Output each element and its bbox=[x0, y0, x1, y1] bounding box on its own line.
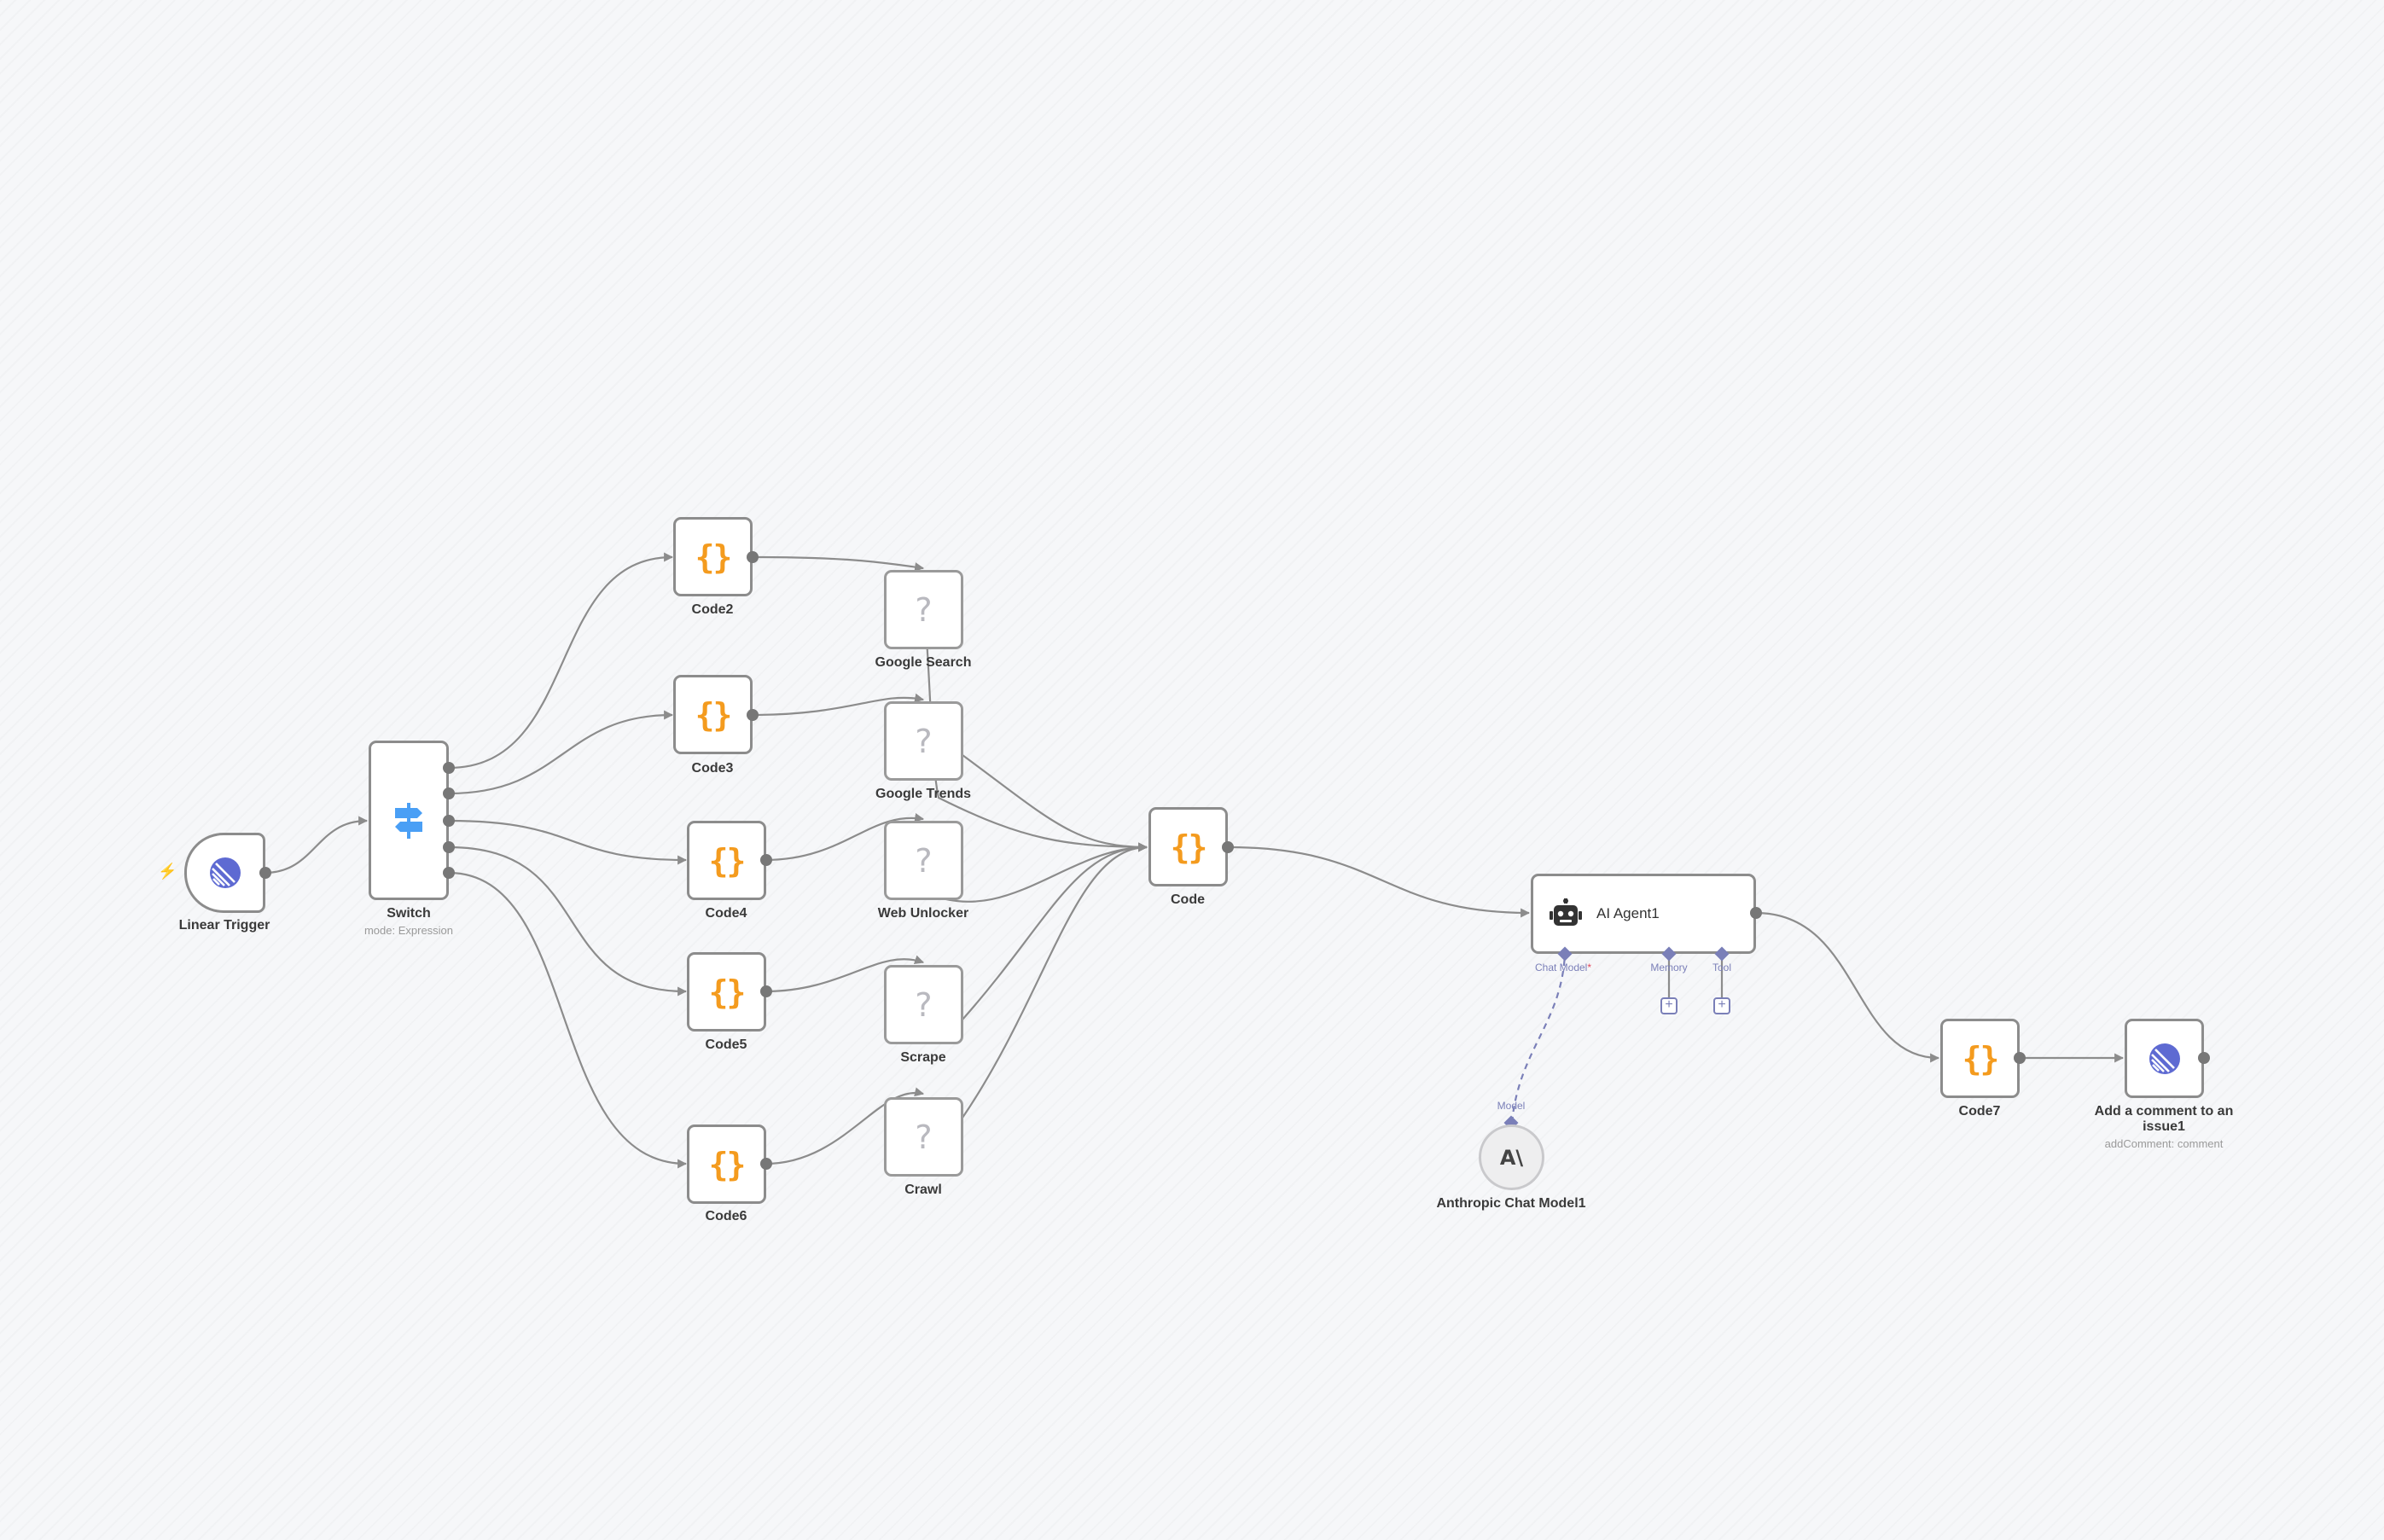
node-subtitle: mode: Expression bbox=[363, 924, 454, 937]
edge-switch-code2 bbox=[448, 552, 674, 770]
node-google-search[interactable]: ? bbox=[884, 570, 963, 649]
node-code6[interactable]: {} bbox=[687, 1124, 766, 1204]
node-google-trends[interactable]: ? bbox=[884, 701, 963, 781]
output-handle[interactable] bbox=[2014, 1052, 2026, 1064]
code-braces-icon: {} bbox=[695, 538, 733, 576]
switch-output-1[interactable] bbox=[443, 787, 455, 799]
edge-switch-code3 bbox=[448, 710, 674, 795]
output-handle[interactable] bbox=[2198, 1052, 2210, 1064]
node-label: Code bbox=[1171, 892, 1205, 907]
node-label: AI Agent1 bbox=[1596, 905, 1660, 921]
edge-trigger-switch bbox=[264, 816, 369, 875]
output-handle[interactable] bbox=[1750, 907, 1762, 919]
edge-code2-google-search bbox=[751, 555, 925, 572]
node-label: Crawl bbox=[904, 1183, 942, 1197]
edge-switch-code6 bbox=[448, 871, 688, 1169]
node-label: Code3 bbox=[691, 761, 734, 776]
switch-signpost-icon bbox=[395, 802, 422, 839]
output-handle[interactable] bbox=[760, 1158, 772, 1170]
switch-output-0[interactable] bbox=[443, 762, 455, 774]
node-label: Code7 bbox=[1958, 1104, 2001, 1119]
node-label: Code2 bbox=[691, 602, 734, 617]
robot-icon bbox=[1550, 898, 1582, 926]
unknown-node-icon: ? bbox=[915, 722, 933, 760]
linear-logo-icon bbox=[209, 857, 241, 888]
edge-ai-agent-code7 bbox=[1755, 911, 1940, 1063]
unknown-node-icon: ? bbox=[915, 590, 933, 629]
unknown-node-icon: ? bbox=[915, 1118, 933, 1156]
node-label: Code6 bbox=[705, 1209, 747, 1223]
node-code5[interactable]: {} bbox=[687, 952, 766, 1032]
node-code7[interactable]: {} bbox=[1940, 1019, 2020, 1098]
code-braces-icon: {} bbox=[708, 973, 747, 1011]
anthropic-logo-icon: A\ bbox=[1499, 1145, 1524, 1170]
node-crawl[interactable]: ? bbox=[884, 1097, 963, 1177]
output-handle[interactable] bbox=[747, 551, 759, 563]
edge-switch-code5 bbox=[448, 846, 688, 997]
edge-switch-code4 bbox=[448, 819, 688, 865]
code-braces-icon: {} bbox=[708, 1145, 747, 1183]
unknown-node-icon: ? bbox=[915, 841, 933, 880]
switch-output-2[interactable] bbox=[443, 815, 455, 827]
node-switch[interactable] bbox=[369, 741, 449, 900]
output-handle[interactable] bbox=[1222, 841, 1234, 853]
node-label: Scrape bbox=[900, 1050, 946, 1065]
node-subtitle: addComment: comment bbox=[2104, 1137, 2224, 1150]
code-braces-icon: {} bbox=[695, 695, 733, 734]
code-braces-icon: {} bbox=[1962, 1039, 2000, 1078]
node-linear-trigger[interactable] bbox=[184, 833, 265, 913]
node-label: Add a comment to an issue1 bbox=[2094, 1104, 2234, 1134]
switch-output-3[interactable] bbox=[443, 841, 455, 853]
memory-port-label: Memory bbox=[1650, 962, 1688, 973]
add-memory-button[interactable]: + bbox=[1660, 997, 1678, 1014]
node-web-unlocker[interactable]: ? bbox=[884, 821, 963, 900]
model-port-label: Model bbox=[1497, 1100, 1526, 1112]
node-code4[interactable]: {} bbox=[687, 821, 766, 900]
unknown-node-icon: ? bbox=[915, 985, 933, 1024]
node-label: Code5 bbox=[705, 1037, 747, 1052]
output-handle[interactable] bbox=[747, 709, 759, 721]
node-ai-agent[interactable]: AI Agent1 bbox=[1531, 874, 1756, 954]
tool-port-label: Tool bbox=[1712, 962, 1732, 973]
switch-output-4[interactable] bbox=[443, 867, 455, 879]
node-label: Web Unlocker bbox=[877, 906, 969, 921]
node-code[interactable]: {} bbox=[1148, 807, 1228, 886]
node-add-comment[interactable] bbox=[2125, 1019, 2204, 1098]
edge-scrape-code bbox=[962, 842, 1148, 1020]
node-label: Google Search bbox=[875, 655, 972, 670]
node-label: Switch bbox=[387, 906, 431, 921]
linear-logo-icon bbox=[2149, 1043, 2180, 1074]
node-label: Linear Trigger bbox=[178, 918, 270, 933]
output-handle[interactable] bbox=[760, 854, 772, 866]
edge-crawl-code bbox=[962, 842, 1148, 1119]
output-handle[interactable] bbox=[760, 985, 772, 997]
add-tool-button[interactable]: + bbox=[1713, 997, 1730, 1014]
node-code2[interactable]: {} bbox=[673, 517, 753, 596]
trigger-bolt-icon: ⚡ bbox=[158, 863, 177, 880]
node-label: Code4 bbox=[705, 906, 747, 921]
edge-anthropic-ai-agent bbox=[1510, 953, 1567, 1124]
output-handle[interactable] bbox=[259, 867, 271, 879]
node-label: Google Trends bbox=[875, 787, 972, 801]
edge-google-trends-code bbox=[962, 754, 1148, 852]
chat-model-port-label: Chat Model* bbox=[1534, 962, 1592, 973]
node-code3[interactable]: {} bbox=[673, 675, 753, 754]
node-anthropic-chat-model[interactable]: A\ bbox=[1479, 1124, 1544, 1190]
code-braces-icon: {} bbox=[708, 841, 747, 880]
edge-code-ai-agent bbox=[1228, 846, 1531, 918]
node-scrape[interactable]: ? bbox=[884, 965, 963, 1044]
code-braces-icon: {} bbox=[1170, 828, 1208, 866]
node-label: Anthropic Chat Model1 bbox=[1436, 1196, 1586, 1211]
